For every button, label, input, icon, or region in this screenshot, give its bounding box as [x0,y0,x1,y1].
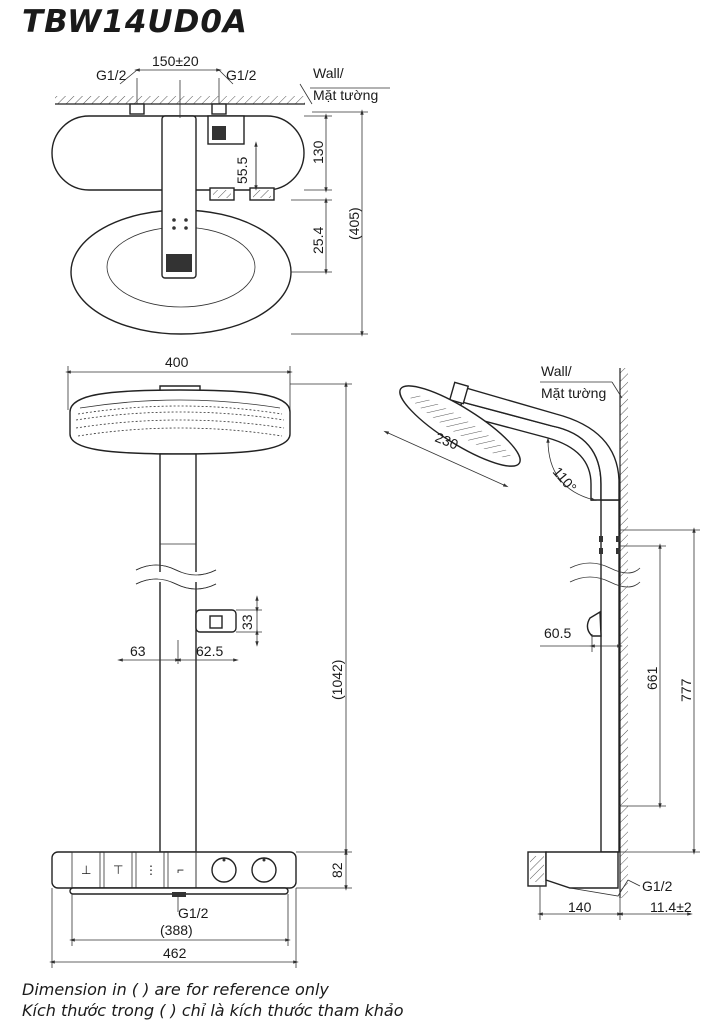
side-wall-en-label: Wall/ [541,363,572,379]
front-view: ⊥ ⊤ ⋮ ⌐ 400 33 63 62.5 (1042) 82 G1/2 (3… [49,354,352,968]
top-inlet-right-label: G1/2 [226,67,257,83]
front-dim-33: 33 [239,614,255,630]
front-dim-1042: (1042) [329,660,345,700]
side-dim-661: 661 [644,666,660,690]
angle-arc [546,437,597,501]
front-dim-63: 63 [130,643,146,659]
front-dim-82: 82 [329,862,345,878]
side-inlet-label: G1/2 [642,878,673,894]
mixer-knob-left [211,857,237,883]
side-wall-vi-label: Mặt tường [541,385,606,401]
top-dim-405: (405) [346,207,362,240]
reference-note-en: Dimension in ( ) are for reference only [22,980,329,999]
side-dim-60-5: 60.5 [544,625,571,641]
top-dim-25-4: 25.4 [310,227,326,254]
top-inlet-left [129,103,145,115]
mixer-knob-right [251,857,277,883]
side-dim-140: 140 [568,899,592,915]
side-holder [586,610,602,637]
side-dim-777: 777 [678,678,694,702]
mixer-icon-1: ⊥ [81,863,91,877]
front-dim-388: (388) [160,922,193,938]
side-view: Wall/ Mặt tường 230 110° 60.5 661 777 G1… [383,363,700,920]
mixer-icon-2: ⊤ [113,863,123,877]
front-showerhead [69,389,291,455]
top-wall-en-label: Wall/ [313,65,344,81]
top-pipe [161,115,197,279]
top-inlet-right [211,103,227,115]
mixer-icon-3: ⋮ [145,863,157,877]
front-dim-462: 462 [163,945,187,961]
top-inlet-left-label: G1/2 [96,67,127,83]
side-wall [620,368,628,898]
top-spacing-label: 150±20 [152,53,199,69]
front-inlet-label: G1/2 [178,905,209,921]
top-wall-vi-label: Mặt tường [313,87,378,103]
front-dim-400: 400 [165,354,189,370]
top-dim-130: 130 [310,140,326,164]
side-angle-label: 110° [550,464,580,496]
side-dim-11-4: 11.4±2 [650,899,692,915]
dim-230-line [383,430,509,488]
top-wall [55,83,313,105]
front-dim-62-5: 62.5 [196,643,223,659]
model-title: TBW14UD0A [22,4,248,40]
side-mixer [545,851,619,889]
top-view: G1/2 G1/2 150±20 Wall/ Mặt tường 130 55.… [51,53,390,337]
top-dim-55-5: 55.5 [234,157,250,184]
reference-note-vi: Kích thước trong ( ) chỉ là kích thước t… [22,1001,404,1020]
mixer-icon-4: ⌐ [177,863,184,877]
